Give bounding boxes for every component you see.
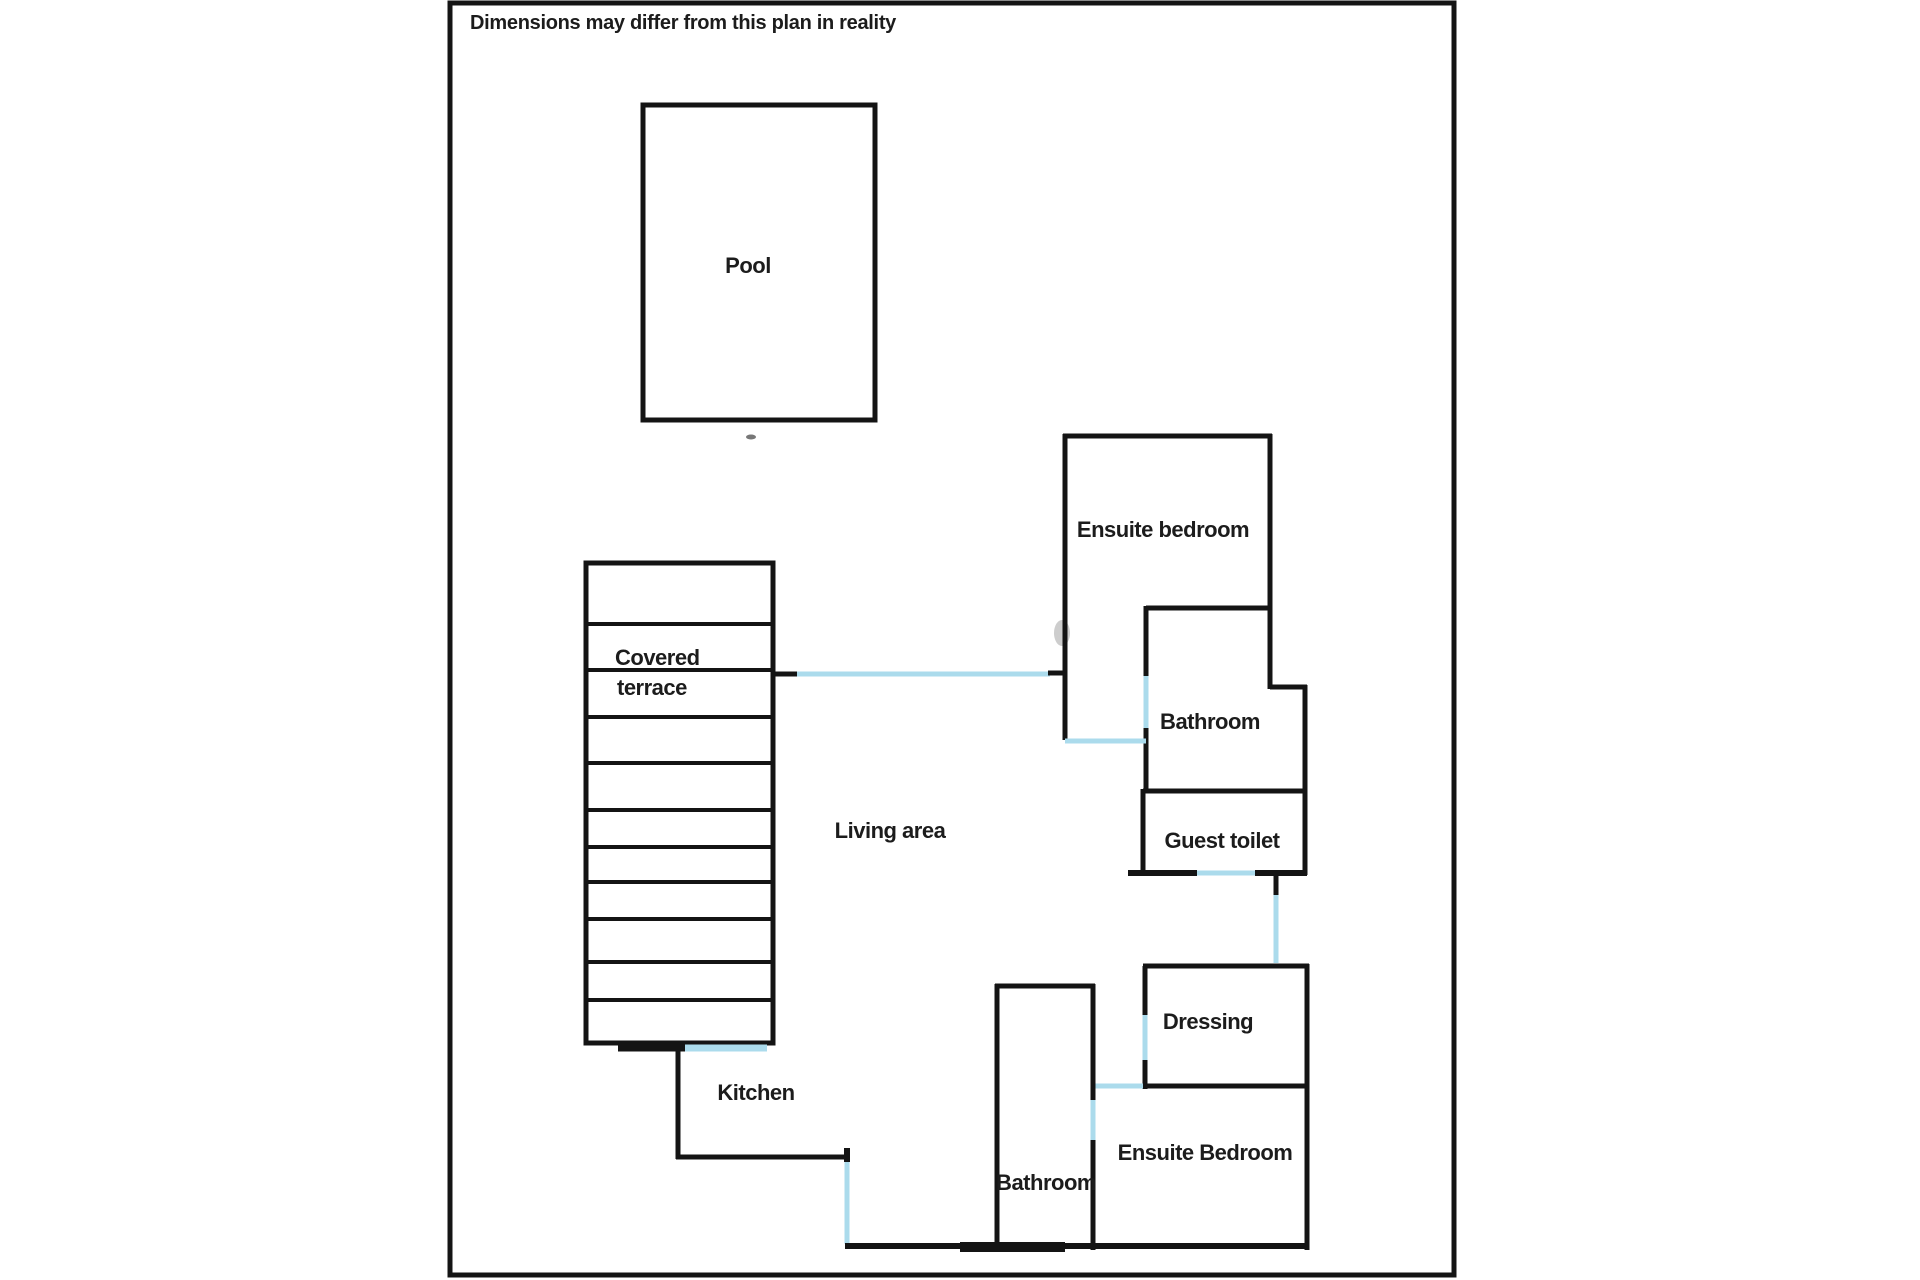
room-label-bathroom-bottom: Bathroom bbox=[996, 1170, 1096, 1195]
room-label-kitchen: Kitchen bbox=[717, 1080, 795, 1105]
room-label-ensuite-bedroom-top: Ensuite bedroom bbox=[1076, 517, 1250, 542]
room-label-terrace-line2: terrace bbox=[617, 675, 687, 700]
room-label-bathroom-top: Bathroom bbox=[1160, 709, 1260, 734]
room-label-dressing: Dressing bbox=[1162, 1009, 1254, 1034]
pool-mark-dot bbox=[746, 434, 756, 440]
room-label-terrace-line1: Covered bbox=[615, 645, 700, 670]
plan-outer-boundary bbox=[447, 0, 1457, 1278]
room-label-living-area: Living area bbox=[834, 818, 946, 843]
terrace-outline bbox=[583, 560, 776, 1046]
room-label-guest-toilet: Guest toilet bbox=[1164, 828, 1280, 853]
wall-smudge bbox=[1054, 620, 1070, 646]
pool-outline bbox=[640, 102, 878, 423]
room-label-pool: Pool bbox=[725, 253, 771, 278]
plan-disclaimer: Dimensions may differ from this plan in … bbox=[470, 12, 896, 34]
room-label-ensuite-bedroom-bottom: Ensuite Bedroom bbox=[1117, 1140, 1293, 1165]
